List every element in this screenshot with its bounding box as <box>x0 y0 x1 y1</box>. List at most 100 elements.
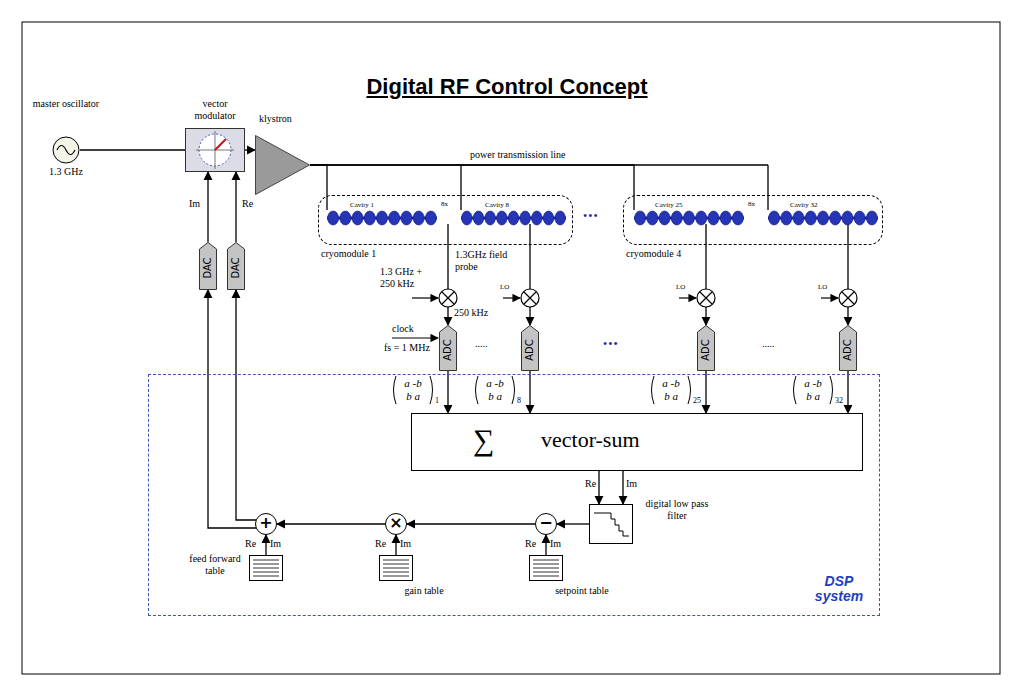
signal-connector <box>310 165 327 195</box>
cavity-cell <box>866 211 877 225</box>
cavity-cell <box>340 211 351 225</box>
cavity-cell <box>508 211 518 225</box>
cavity-cell <box>683 211 694 225</box>
matrix-index: 32 <box>835 396 843 405</box>
low-pass-filter: digital low pass filter <box>589 504 633 544</box>
sum-operator: + <box>255 513 277 535</box>
node-label: vector-sum <box>541 428 640 452</box>
signal-connector <box>705 371 706 413</box>
node-outline <box>589 504 633 544</box>
cavity-label: Cavity 32 <box>790 201 817 209</box>
signal-label: 1.3 GHz + 250 kHz <box>380 266 432 289</box>
signal-label: Im <box>400 538 411 550</box>
cavity-cell <box>708 211 719 225</box>
signal-connector <box>208 290 256 528</box>
adc-converter: ADC <box>521 325 539 371</box>
lo-arrows <box>392 298 838 338</box>
node-label: gain table <box>399 585 449 597</box>
signal-label: LO <box>676 283 685 291</box>
adc-converter: ADC <box>697 325 715 371</box>
oscillator-circle: master oscillator1.3 GHz <box>52 136 80 164</box>
node-label: setpoint table <box>551 585 613 597</box>
signal-connector <box>80 149 185 150</box>
cavity-cell <box>328 211 339 225</box>
cavity-cell <box>497 211 507 225</box>
mixer-symbol <box>439 289 857 307</box>
ellipsis-dots: ••• <box>603 338 619 352</box>
node-outline <box>255 135 310 195</box>
line-label: power transmission line <box>470 149 566 161</box>
cavity-cell <box>555 211 565 225</box>
node-label: vector modulator <box>185 98 245 121</box>
signal-connector <box>310 165 634 195</box>
node-label: − <box>539 515 552 531</box>
signal-label: Re <box>245 538 256 550</box>
signal-connector <box>847 371 848 413</box>
cavity-cell <box>854 211 865 225</box>
node-label: cryomodule 4 <box>626 248 681 260</box>
cavity-cell <box>543 211 553 225</box>
cavity-cell <box>389 211 400 225</box>
node-outline <box>185 128 245 172</box>
edge-label: Im <box>625 478 638 490</box>
node-label: digital low pass filter <box>641 498 713 521</box>
cavity-label: Cavity 25 <box>655 201 682 209</box>
field-probe-line <box>448 224 848 245</box>
diagram-title: Digital RF Control Concept <box>0 74 1014 100</box>
signal-connector <box>265 535 266 555</box>
cavity-cell <box>659 211 670 225</box>
signal-connector <box>277 523 385 524</box>
count-label: 8x <box>441 200 448 208</box>
node-label: ADC <box>443 340 453 362</box>
matrix-row: a -b <box>478 377 512 390</box>
matrix-brackets <box>394 376 833 404</box>
dsp-system-box: DSP system∑vector-sumdigital low pass fi… <box>148 374 880 616</box>
node-label: ∑ <box>473 425 494 455</box>
cavity-cell <box>352 211 363 225</box>
cavity-cell <box>520 211 530 225</box>
node-label: DAC <box>231 258 241 279</box>
cavity-cell <box>473 211 483 225</box>
signal-connector <box>207 172 208 242</box>
matrix-row: b a <box>478 390 512 403</box>
ellipsis-dots: ..... <box>762 338 775 350</box>
node-label: klystron <box>259 113 292 125</box>
signal-connector <box>705 245 706 325</box>
signal-label: Re <box>525 538 536 550</box>
cavity-cell <box>671 211 682 225</box>
node-outline <box>379 555 413 581</box>
node-label: DAC <box>203 258 213 279</box>
signal-connector <box>847 245 848 325</box>
signal-connector <box>395 535 396 555</box>
node-label: ADC <box>525 340 535 362</box>
adc-converter: ADC <box>839 325 857 371</box>
signal-label: Re <box>375 538 386 550</box>
node-outline <box>529 555 563 581</box>
signal-label: Im <box>550 538 561 550</box>
signal-connector <box>529 245 530 325</box>
node-label: × <box>389 515 402 531</box>
node-outline <box>249 555 283 581</box>
matrix-index: 1 <box>435 396 439 405</box>
signal-connector <box>447 371 448 413</box>
matrix-row: a -b <box>654 377 688 390</box>
dac-converter: DAC <box>227 242 245 290</box>
signal-connector <box>236 290 256 520</box>
power-line <box>310 165 768 210</box>
matrix-index: 8 <box>517 396 521 405</box>
signal-label: 250 kHz <box>454 307 488 319</box>
cavity-cell <box>425 211 436 225</box>
signal-connector <box>245 149 255 150</box>
node-label: master oscillator <box>32 98 100 110</box>
cavity-cell <box>842 211 853 225</box>
multiply-operator: × <box>385 513 407 535</box>
subtract-operator: − <box>535 513 557 535</box>
cavity-label: Cavity 8 <box>485 201 509 209</box>
node-outline <box>52 136 80 164</box>
edge-label: Re <box>241 198 254 210</box>
matrix-row: b a <box>654 390 688 403</box>
vector-sum-box: ∑ vector-sum <box>411 413 863 471</box>
cavity-cell <box>769 211 780 225</box>
signal-label: fs = 1 MHz <box>384 342 430 354</box>
signal-connector <box>622 471 623 504</box>
